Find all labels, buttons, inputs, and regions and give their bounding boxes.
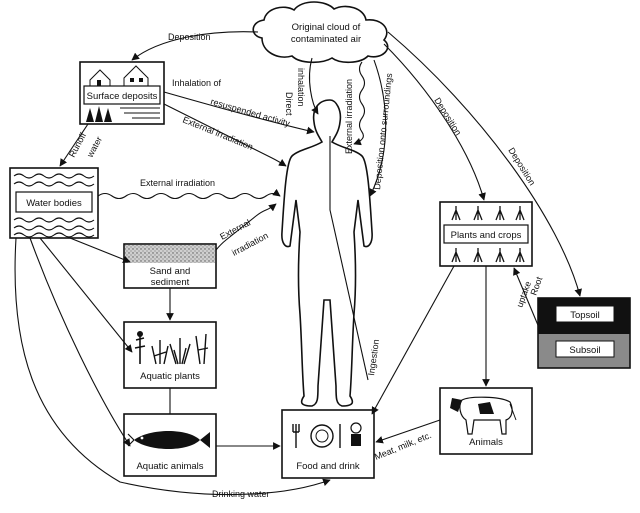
- water-bodies-node: Water bodies: [9, 167, 99, 239]
- label-ingestion: Ingestion: [366, 339, 381, 377]
- pathway-arrows: [14, 31, 582, 496]
- topsoil-label: Topsoil: [570, 310, 600, 321]
- cloud-label-line1: Original cloud of: [292, 22, 361, 33]
- houses-icon: [89, 65, 149, 87]
- water-waves-icon: [13, 173, 95, 238]
- label-inhalation: inhalation: [296, 68, 306, 107]
- surface-deposits-node: Surface deposits: [79, 61, 165, 125]
- aquatic-plants-icon: [134, 331, 209, 365]
- contaminated-cloud: Original cloud of contaminated air: [252, 1, 389, 64]
- subsoil-label: Subsoil: [569, 345, 600, 356]
- label-external-irradiation-water: External irradiation: [140, 178, 215, 188]
- human-figure: [281, 99, 373, 407]
- food-and-drink-label: Food and drink: [296, 461, 360, 472]
- sand-label-line2: sediment: [151, 277, 190, 288]
- label-inhalation-of: Inhalation of: [172, 78, 222, 88]
- cloud-label-line2: contaminated air: [291, 34, 361, 45]
- aquatic-animals-node: Aquatic animals: [123, 413, 217, 477]
- place-setting-icon: [292, 422, 362, 448]
- animals-label: Animals: [469, 437, 503, 448]
- human-silhouette-icon: [281, 99, 373, 407]
- plants-and-crops-node: Plants and crops: [439, 201, 533, 267]
- animals-node: Animals: [439, 387, 533, 455]
- label-deposition-plants: Deposition: [432, 96, 463, 137]
- label-deposition-top: Deposition: [168, 32, 211, 42]
- sand-sediment-node: Sand and sediment: [123, 243, 217, 289]
- label-direct: Direct: [284, 92, 294, 116]
- aquatic-plants-node: Aquatic plants: [123, 321, 217, 389]
- cow-icon: [450, 396, 517, 435]
- label-deposition-onto-surroundings: Deposition onto surroundings: [372, 72, 394, 190]
- aquatic-animals-label: Aquatic animals: [136, 461, 203, 472]
- label-resuspended-activity: resuspended activity: [209, 96, 291, 128]
- water-bodies-label: Water bodies: [26, 198, 82, 209]
- soil-node: Topsoil Subsoil: [537, 297, 631, 369]
- label-meat-milk: Meat, milk, etc.: [373, 430, 433, 462]
- crops-icon: [451, 206, 525, 263]
- label-drinking-water: Drinking water: [212, 489, 270, 499]
- aquatic-plants-label: Aquatic plants: [140, 371, 200, 382]
- label-external-sand: External: [218, 217, 252, 241]
- surface-deposits-label: Surface deposits: [87, 91, 158, 102]
- label-external-irradiation-surface: External irradiation: [181, 115, 254, 152]
- label-external-irradiation-cloud: External irradiation: [344, 79, 354, 154]
- fish-icon: [127, 431, 210, 449]
- trees-icon: [86, 106, 160, 122]
- label-water: water: [84, 135, 104, 160]
- sand-label-line1: Sand and: [150, 266, 191, 277]
- food-and-drink-node: Food and drink: [281, 409, 375, 479]
- sand-texture-icon: [125, 245, 215, 263]
- plants-and-crops-label: Plants and crops: [451, 230, 522, 241]
